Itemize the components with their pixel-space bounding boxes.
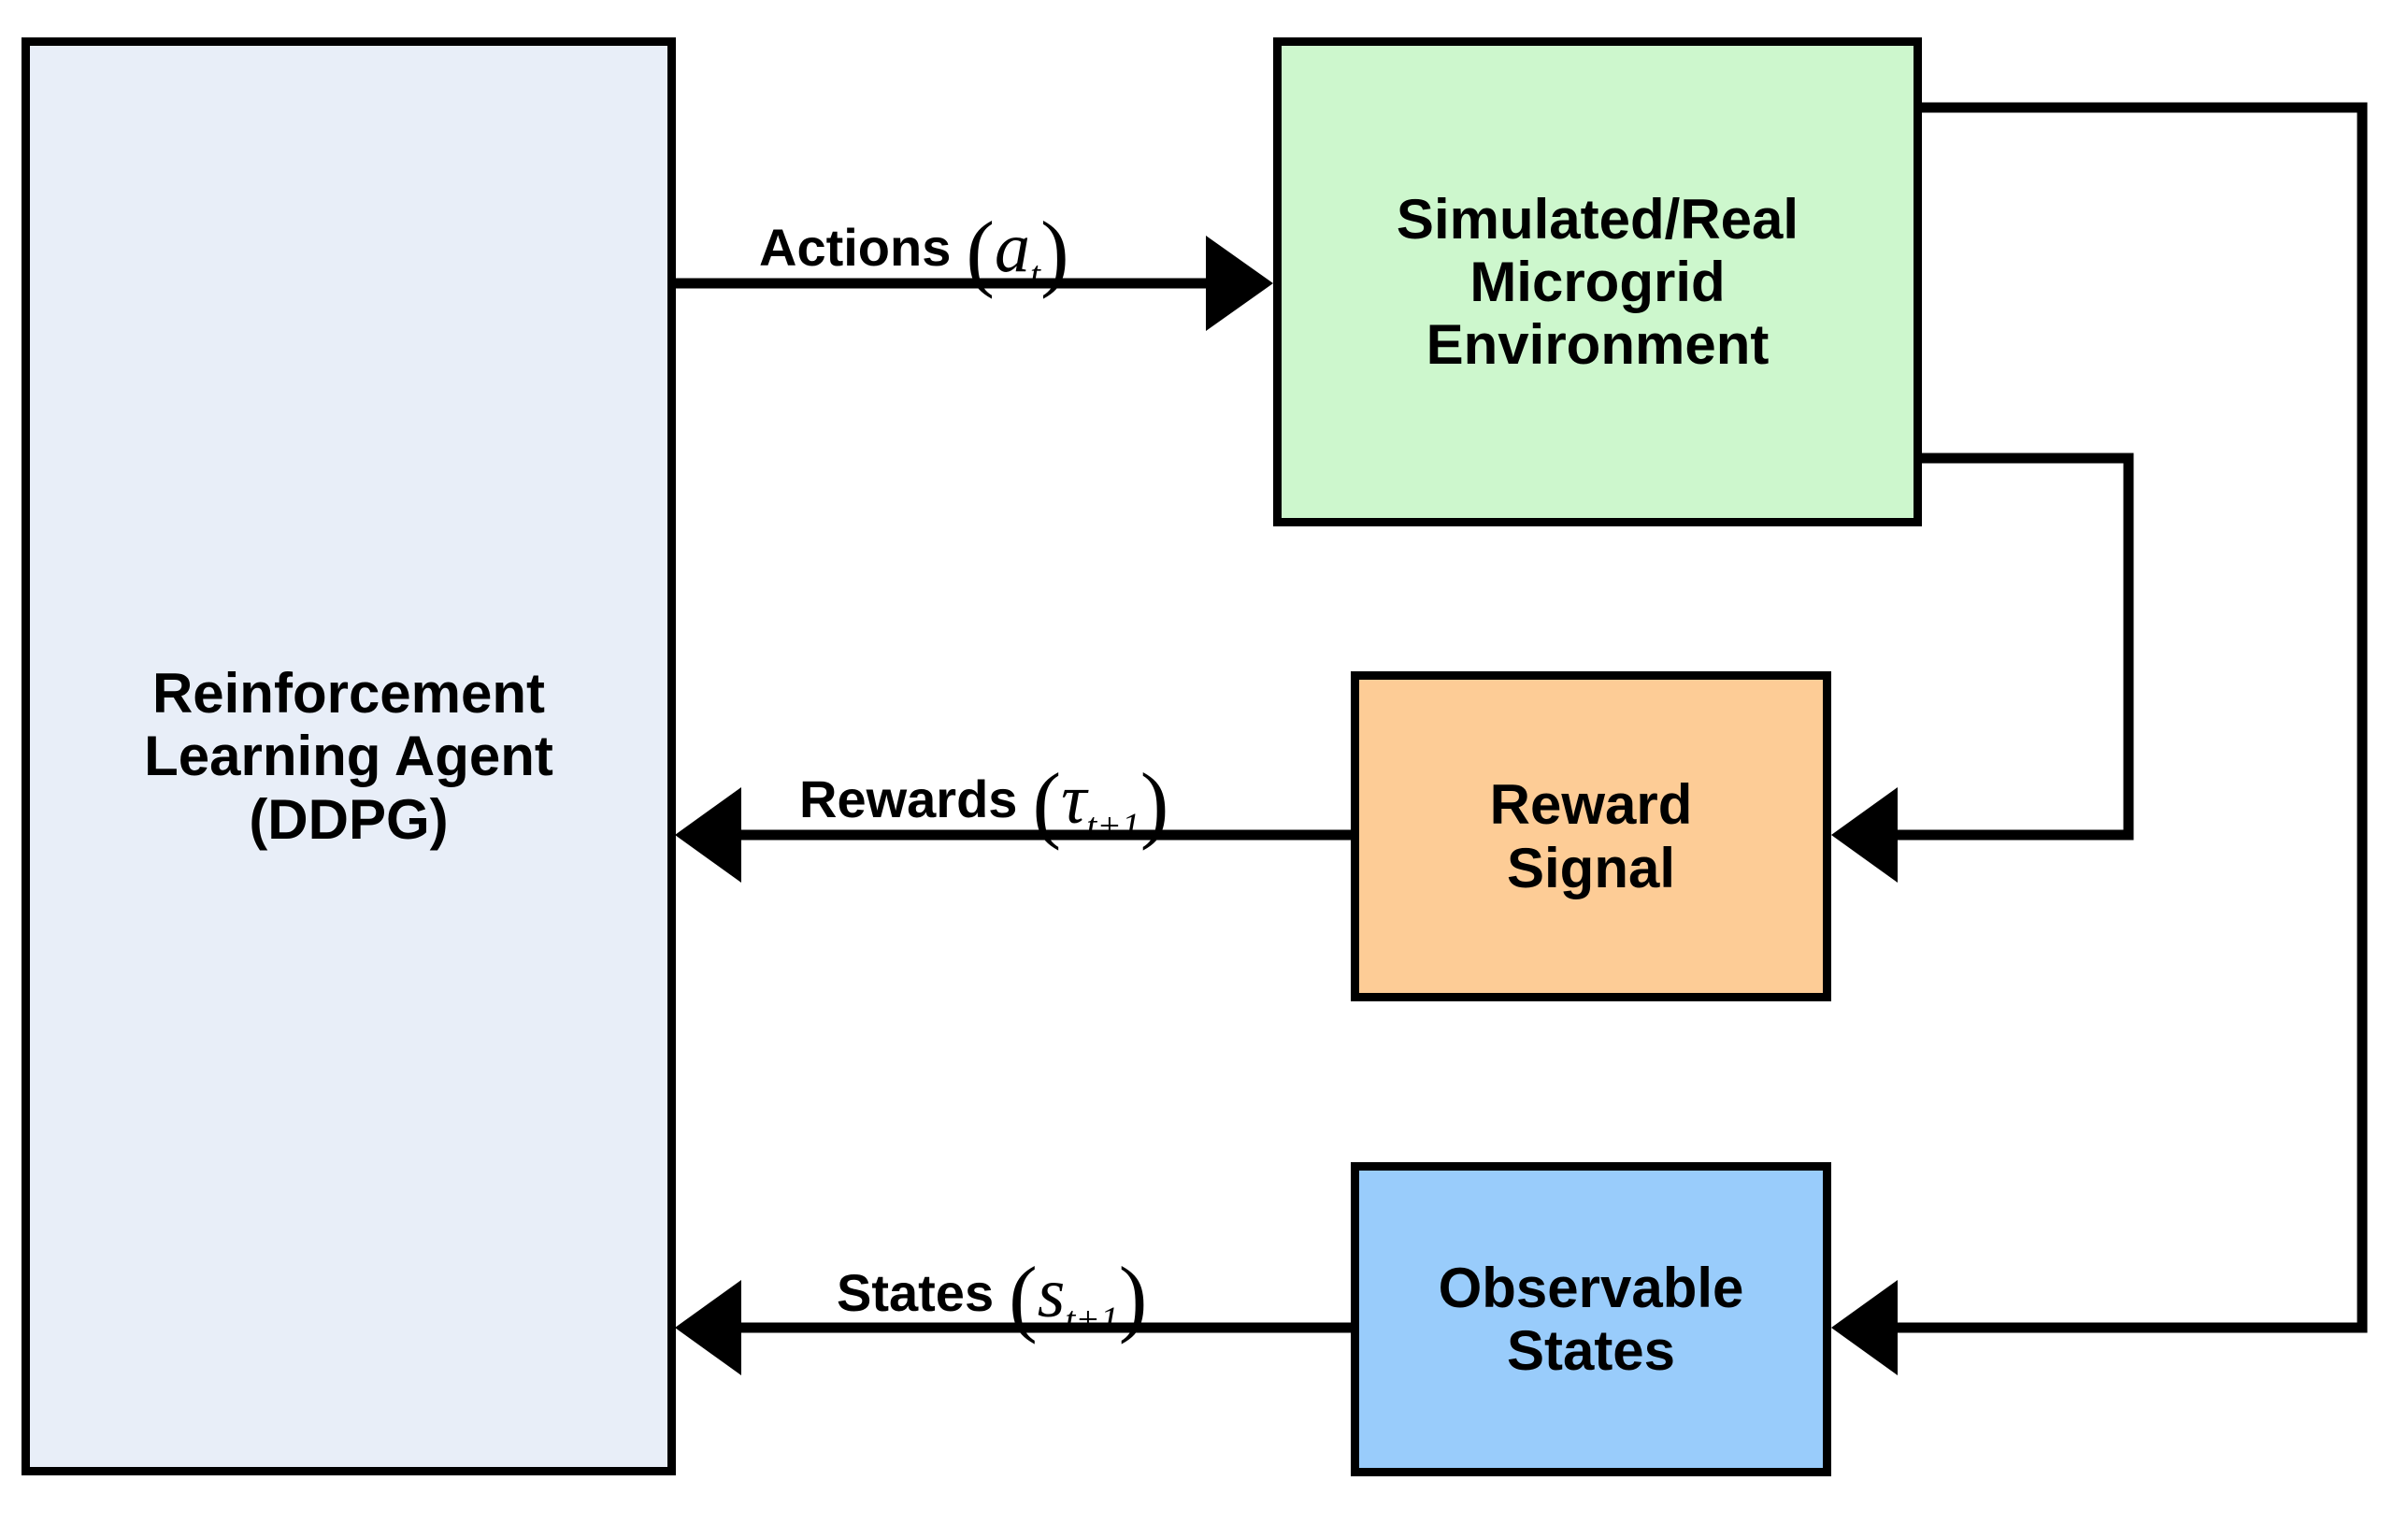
node-reward-signal[interactable]: Reward Signal — [1351, 671, 1831, 1001]
edge-label-rewards-symbol: (τt+1) — [1032, 755, 1169, 851]
node-reinforcement-learning-agent[interactable]: Reinforcement Learning Agent (DDPG) — [22, 37, 676, 1475]
node-microgrid-environment[interactable]: Simulated/Real Microgrid Environment — [1273, 37, 1922, 526]
edge-label-actions-text: Actions — [759, 218, 952, 277]
edge-label-states: States (st+1) — [837, 1232, 1147, 1344]
edge-label-actions: Actions (at) — [759, 187, 1069, 299]
node-label-reward: Reward Signal — [1489, 773, 1693, 899]
node-label-environment: Simulated/Real Microgrid Environment — [1396, 187, 1799, 377]
edge-label-rewards: Rewards (τt+1) — [799, 739, 1168, 851]
node-label-states: Observable States — [1438, 1256, 1744, 1382]
edge-label-rewards-text: Rewards — [799, 769, 1018, 828]
edge-label-states-symbol: (st+1) — [1009, 1249, 1148, 1344]
edge-label-actions-symbol: (at) — [966, 204, 1069, 299]
node-label-agent: Reinforcement Learning Agent (DDPG) — [144, 662, 553, 851]
edge-label-states-text: States — [837, 1263, 995, 1322]
node-observable-states[interactable]: Observable States — [1351, 1162, 1831, 1476]
